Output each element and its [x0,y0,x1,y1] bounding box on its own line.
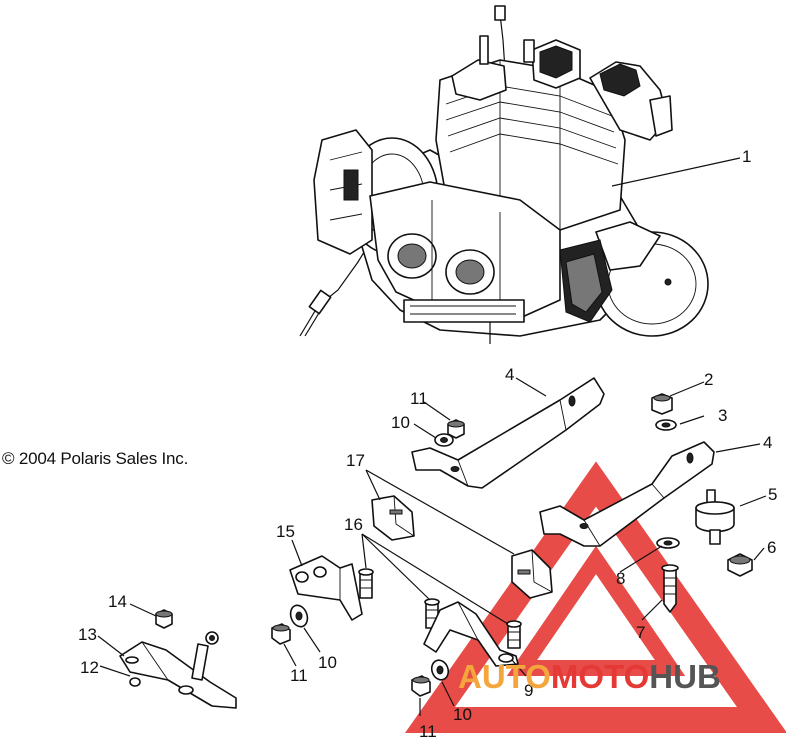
callout-10-top: 10 [391,413,410,432]
rubber-mount-part-5 [695,489,735,545]
washer-part-10-bottom [430,659,450,681]
callout-4-upper: 4 [505,365,514,384]
washer-part-8 [656,537,680,549]
callout-1: 1 [742,147,751,166]
watermark-part-1: AUTOMOTOHUB [458,658,721,695]
callout-13: 13 [78,625,97,644]
callout-leaders [97,157,767,716]
engine-mount-bracket-upper [411,377,605,489]
callout-6: 6 [767,538,776,557]
bolt-part-16-a [358,568,374,599]
callout-14: 14 [108,592,127,611]
nut-part-11-left [271,623,291,645]
engine-mount-bracket-lower [539,441,715,547]
callout-11-left: 11 [290,666,308,685]
watermark-logo [404,461,786,733]
callout-3: 3 [718,406,727,425]
bracket-part-15 [289,555,363,621]
callout-labels: 1 2 3 4 4 5 6 7 8 9 10 10 10 11 11 11 12… [78,147,777,741]
callout-12: 12 [80,658,99,677]
nut-part-2 [651,393,673,415]
rubber-block-part-17-b [511,549,553,599]
callout-11-bottom: 11 [419,722,437,739]
bracket-part-9 [423,601,519,667]
bracket-part-13 [119,641,237,709]
callout-10-left: 10 [318,653,337,672]
engine-assembly [299,5,709,344]
callout-15: 15 [276,522,295,541]
callout-17: 17 [346,451,365,470]
callout-5: 5 [768,485,777,504]
washer-part-10-top [434,433,454,447]
nut-part-14 [155,609,173,629]
bolt-part-7 [661,564,679,613]
rubber-block-part-17-a [371,495,415,541]
callout-11-top: 11 [410,389,428,408]
callout-4-lower: 4 [763,433,772,452]
callout-16: 16 [344,515,363,534]
watermark-text: AUTOMOTOHUB [458,658,721,695]
nut-part-6 [727,553,753,577]
callout-10-bottom: 10 [453,705,472,724]
copyright-notice: © 2004 Polaris Sales Inc. [2,449,189,468]
bolt-part-16-c [506,620,522,649]
nut-part-11-bottom [411,675,431,697]
washer-part-3 [655,419,677,431]
callout-9: 9 [524,681,533,700]
callout-7: 7 [636,623,645,642]
bolt-part-12 [129,631,219,687]
washer-part-10-left [289,604,309,628]
callout-8: 8 [616,569,625,588]
callout-2: 2 [704,370,713,389]
